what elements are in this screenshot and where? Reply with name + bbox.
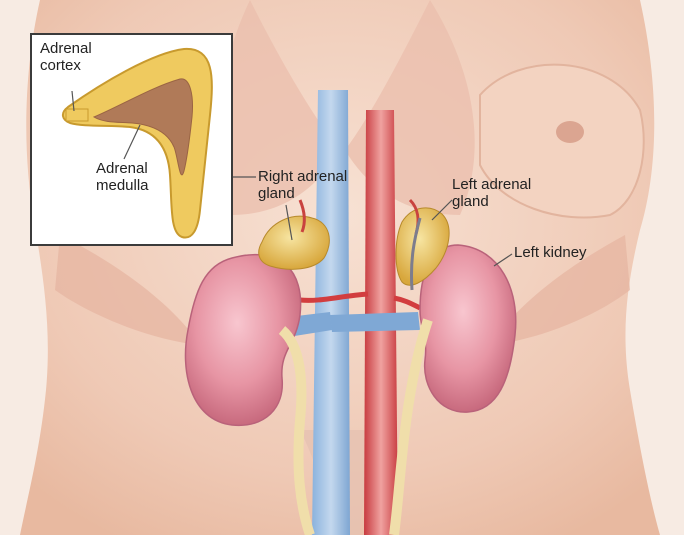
label-right-adrenal-gland-line2: gland <box>258 185 347 202</box>
label-adrenal-medulla: Adrenal medulla <box>96 160 149 194</box>
label-adrenal-medulla-line2: medulla <box>96 177 149 194</box>
leader-adrenal-medulla <box>124 125 140 159</box>
label-left-adrenal-gland: Left adrenal gland <box>452 176 531 210</box>
nipple <box>556 121 584 143</box>
inferior-vena-cava <box>312 90 350 535</box>
label-left-kidney: Left kidney <box>514 244 587 261</box>
label-adrenal-medulla-line1: Adrenal <box>96 160 149 177</box>
label-left-kidney-line1: Left kidney <box>514 244 587 261</box>
cortex-shape <box>63 49 212 238</box>
label-adrenal-cortex-line1: Adrenal <box>40 40 92 57</box>
label-right-adrenal-gland: Right adrenal gland <box>258 168 347 202</box>
label-right-adrenal-gland-line1: Right adrenal <box>258 168 347 185</box>
cortex-ledge <box>66 109 88 121</box>
label-left-adrenal-gland-line1: Left adrenal <box>452 176 531 193</box>
label-adrenal-cortex: Adrenal cortex <box>40 40 92 74</box>
label-left-adrenal-gland-line2: gland <box>452 193 531 210</box>
left-renal-vein <box>330 312 420 332</box>
label-adrenal-cortex-line2: cortex <box>40 57 92 74</box>
